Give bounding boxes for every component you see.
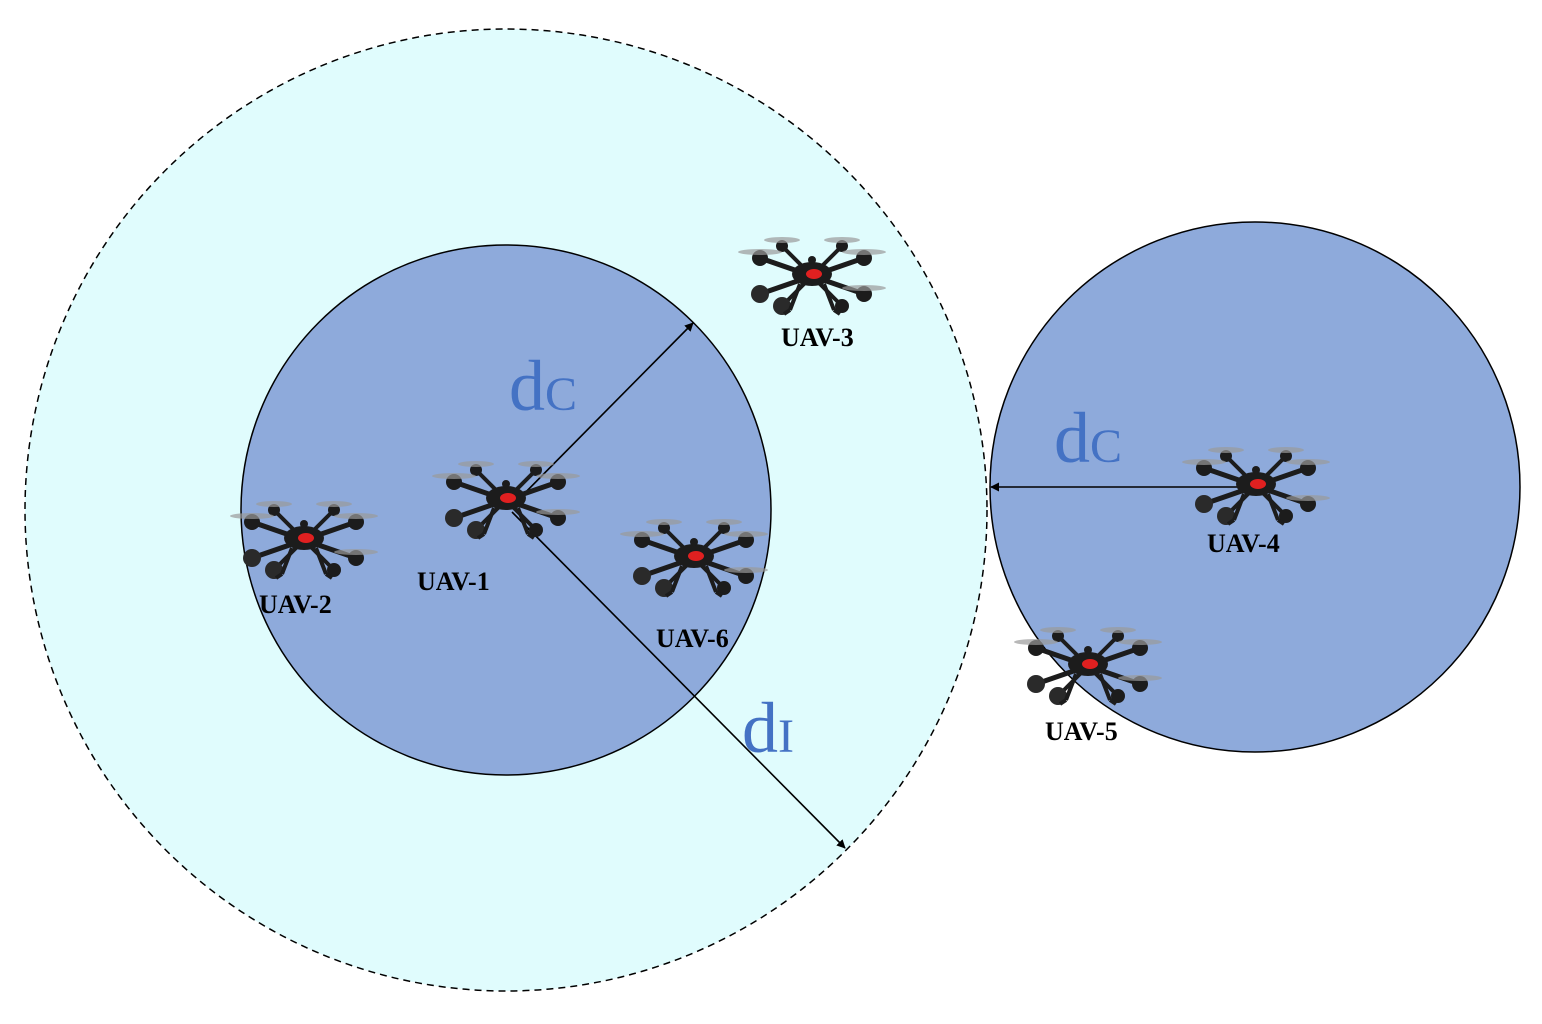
- uav-4-label: UAV-4: [1207, 529, 1280, 558]
- uav-1-label: UAV-1: [417, 567, 490, 596]
- communication-distance-label-uav-1: dC: [509, 346, 577, 426]
- communication-distance-label-uav-4: dC: [1054, 398, 1122, 478]
- uav-6-label: UAV-6: [656, 624, 729, 653]
- uav-2-label: UAV-2: [259, 590, 332, 619]
- uav-3-label: UAV-3: [781, 323, 854, 352]
- uav-5-label: UAV-5: [1045, 717, 1118, 746]
- interference-radius-arrow: [511, 511, 846, 849]
- interference-distance-label: dI: [742, 688, 794, 768]
